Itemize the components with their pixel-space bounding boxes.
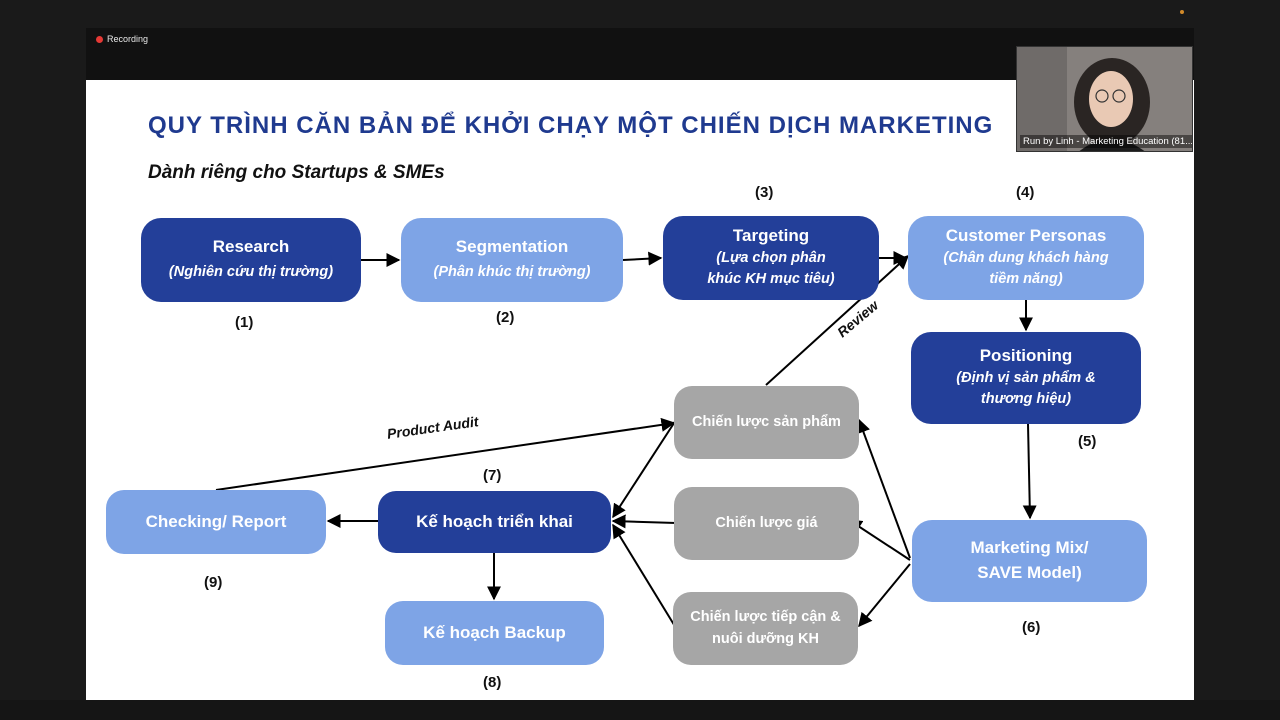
node-checking-report: Checking/ Report [106, 490, 326, 554]
reach-strategy-line1: Chiến lược tiếp cận & [690, 609, 841, 626]
webcam-caption: Run by Linh - Marketing Education (81... [1020, 135, 1192, 148]
positioning-title: Positioning [979, 345, 1073, 365]
node-targeting: Targeting (Lựa chọn phân khúc KH mục tiê… [663, 216, 879, 300]
arrow-reach-implementation [612, 523, 677, 629]
step-number-4: (4) [1016, 184, 1035, 201]
marketing-mix-line1: Marketing Mix/ [970, 538, 1089, 558]
node-price-strategy: Chiến lược giá [674, 487, 859, 560]
step-number-5: (5) [1078, 433, 1097, 450]
segmentation-title: Segmentation [455, 237, 569, 257]
node-customer-personas: Customer Personas (Chân dung khách hàng … [908, 216, 1144, 300]
node-research: Research (Nghiên cứu thị trường) [141, 218, 361, 302]
product-strategy-label: Chiến lược sản phẩm [692, 413, 841, 430]
targeting-subtitle-line1: (Lựa chọn phân [716, 250, 826, 267]
recording-label: Recording [107, 34, 149, 44]
step-number-1: (1) [235, 314, 254, 331]
implementation-label: Kế hoạch triển khai [416, 511, 573, 531]
node-marketing-mix: Marketing Mix/ SAVE Model) [912, 520, 1147, 602]
node-segmentation: Segmentation (Phân khúc thị trường) [401, 218, 623, 302]
arrow-mix-product [856, 418, 911, 559]
status-dot-icon [1180, 10, 1184, 14]
slide-subtitle: Dành riêng cho Startups & SMEs [148, 162, 445, 183]
marketing-mix-line2: SAVE Model) [977, 563, 1082, 582]
node-backup-plan: Kế hoạch Backup [385, 601, 604, 665]
arrow-segmentation-targeting [622, 251, 663, 266]
presentation-slide: QUY TRÌNH CĂN BẢN ĐỂ KHỞI CHẠY MỘT CHIẾN… [86, 80, 1194, 700]
positioning-subtitle-line2: thương hiệu) [980, 391, 1072, 408]
arrow-product-implementation [612, 419, 677, 519]
targeting-subtitle-line2: khúc KH mục tiêu) [707, 271, 835, 288]
step-number-7: (7) [483, 467, 502, 484]
checking-label: Checking/ Report [145, 511, 287, 531]
step-number-8: (8) [483, 674, 502, 691]
personas-subtitle-line2: tiềm năng) [989, 271, 1063, 288]
meeting-bottom-bar [0, 700, 1280, 720]
node-positioning: Positioning (Định vị sản phẩm & thương h… [911, 332, 1141, 424]
step-number-2: (2) [496, 309, 515, 326]
arrow-review [765, 255, 910, 386]
recording-dot-icon [96, 35, 103, 43]
node-implementation-plan: Kế hoạch triển khai [378, 491, 611, 553]
arrow-product-audit [215, 417, 676, 491]
flow-arrows [215, 251, 1037, 629]
research-subtitle: (Nghiên cứu thị trường) [168, 263, 334, 280]
personas-subtitle-line1: (Chân dung khách hàng [943, 250, 1109, 267]
personas-title: Customer Personas [945, 225, 1107, 245]
slide-title: QUY TRÌNH CĂN BẢN ĐỂ KHỞI CHẠY MỘT CHIẾN… [148, 112, 994, 139]
presenter-video-icon [1017, 47, 1192, 151]
step-number-6: (6) [1022, 619, 1041, 636]
webcam-thumbnail[interactable]: Run by Linh - Marketing Education (81... [1016, 46, 1193, 152]
arrow-price-implementation [611, 514, 677, 529]
arrow-mix-price [847, 519, 911, 561]
positioning-subtitle-line1: (Định vị sản phẩm & [956, 370, 1096, 387]
arrow-positioning-mix [1022, 423, 1037, 520]
node-product-strategy: Chiến lược sản phẩm [674, 386, 859, 459]
node-reach-strategy: Chiến lược tiếp cận & nuôi dưỡng KH [673, 592, 858, 665]
recording-indicator: Recording [96, 34, 148, 44]
targeting-title: Targeting [732, 225, 810, 245]
segmentation-subtitle: (Phân khúc thị trường) [433, 263, 591, 280]
reach-strategy-line2: nuôi dưỡng KH [712, 630, 819, 647]
step-number-3: (3) [755, 184, 774, 201]
research-title: Research [212, 237, 290, 257]
arrow-mix-reach [858, 563, 911, 628]
price-strategy-label: Chiến lược giá [715, 514, 818, 531]
meeting-top-bar [86, 28, 1194, 80]
step-number-9: (9) [204, 574, 223, 591]
backup-label: Kế hoạch Backup [423, 622, 566, 642]
